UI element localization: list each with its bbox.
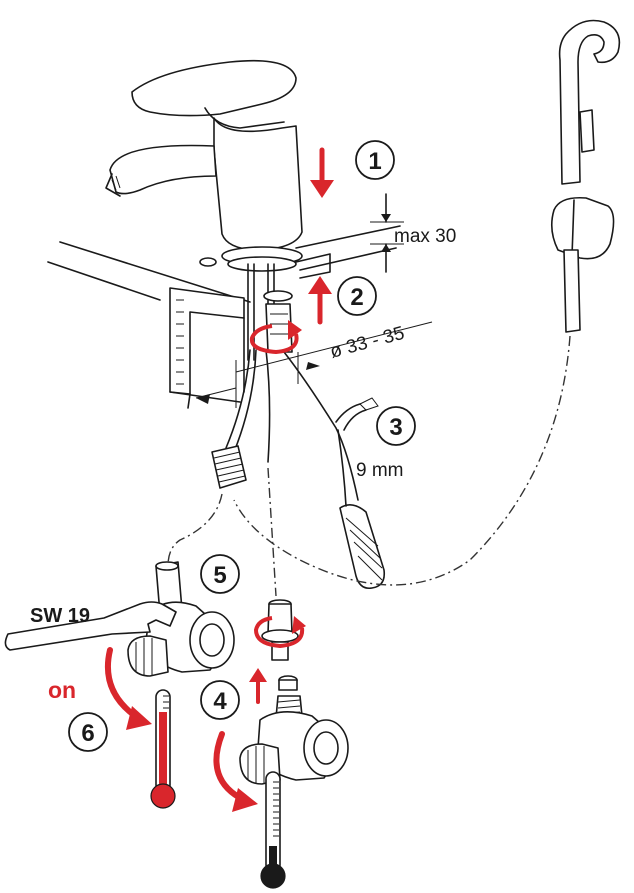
step-5: 5 (200, 554, 240, 594)
hose-tool (337, 429, 386, 590)
step-2: 2 (337, 276, 377, 316)
rotate-arrow-icon-step5 (253, 616, 306, 649)
rotate-arrow-icon-valve-right (213, 731, 258, 812)
label-hole-diameter: ø 33 - 35 (328, 323, 407, 363)
step-4: 4 (200, 680, 240, 720)
mixer-tap (105, 59, 303, 361)
label-valve-on: on (48, 677, 76, 703)
step-4-number: 4 (213, 688, 227, 715)
label-hose-size: 9 mm (356, 460, 404, 481)
step-1-number: 1 (368, 148, 381, 175)
hose-coil (211, 445, 247, 489)
angle-valve-left (4, 561, 235, 677)
dimension-hole (195, 321, 433, 408)
step-3-number: 3 (389, 414, 402, 441)
step-5-number: 5 (213, 562, 226, 589)
step-2-number: 2 (350, 284, 363, 311)
step-6: 6 (68, 712, 108, 752)
dimension-max-height (370, 193, 404, 273)
thermometer-cold-icon (260, 771, 286, 889)
hand-shower (550, 19, 621, 333)
thermometer-hot-icon (150, 689, 176, 809)
direction-arrow-icon-up (308, 276, 332, 325)
step-1: 1 (355, 140, 395, 180)
label-max-height: max 30 (394, 226, 456, 247)
direction-arrow-icon-down (310, 147, 334, 198)
direction-arrow-icon-up-small (249, 668, 267, 704)
step-6-number: 6 (81, 720, 94, 747)
label-wrench-size: SW 19 (30, 605, 90, 627)
flex-hoses (211, 349, 386, 590)
connection-paths (167, 335, 571, 597)
rotate-arrow-icon-valve-left (104, 647, 152, 730)
step-3: 3 (376, 406, 416, 446)
rotate-arrow-icon-step2 (249, 320, 302, 355)
